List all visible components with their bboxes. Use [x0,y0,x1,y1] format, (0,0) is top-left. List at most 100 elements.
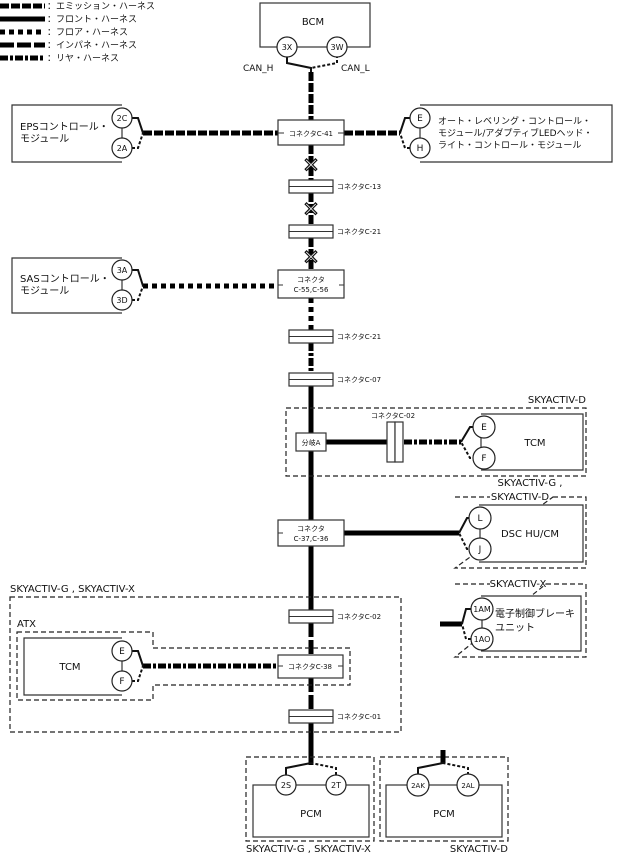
ebrake-1am-wire [461,608,471,625]
headlight-label-2: モジュール/アダプティブLEDヘッド・ [438,127,593,139]
group-skyactiv-d-tcm: SKYACTIV-D TCM E F コネクタC-02 分岐A [285,395,587,477]
headlight-label-1: オート・レベリング・コントロール・ [438,115,591,127]
ebrake-label-1: 電子制御ブレーキ [495,607,575,620]
eps-pin-2c [111,107,133,129]
legend: ：エミッション・ハーネス ：フロント・ハーネス ：フロア・ハーネス ：インパネ・… [0,1,155,64]
connector-c55-c56: コネクタ C-55,C-56 [277,269,345,299]
connector-c41: コネクタC-41 [277,119,345,146]
atx-tcm-label: TCM [58,662,80,673]
sas-label-2: モジュール [20,286,69,297]
c21a-label: コネクタC-21 [337,227,381,236]
pcm-d-label: PCM [433,809,455,820]
pcm-d-pin-2al-label: 2AL [461,782,474,790]
connector-c13: コネクタC-13 [288,179,381,194]
atx-tcm-pin-f-label: F [119,677,124,687]
sas-pin-3d-label: 3D [116,296,127,305]
svg-text:✕: ✕ [303,197,320,221]
tcm-d-pin-f-label: F [481,454,486,464]
c5556-label-2: C-55,C-56 [294,286,329,294]
pcm-gx-2t-wire [310,762,337,775]
c02-label: コネクタC-02 [337,612,381,621]
bcm-pin-3x [276,36,298,58]
tcm-d-pin-f [472,446,496,470]
c5556-box [277,269,345,299]
connector-c02: コネクタC-02 [288,609,381,624]
sas-3d-wire [132,285,144,301]
ebrake-pin-1ao [470,627,494,651]
dsc-group-label-1: SKYACTIV-G , [498,478,563,489]
pcm-d-group: SKYACTIV-D PCM 2AK 2AL [379,750,509,855]
connector-c38: コネクタC-38 [277,654,344,679]
ebrake-pin-1ao-label: 1AO [474,635,491,644]
eps-label-2: モジュール [20,134,69,145]
ebrake-pin-1am [470,597,494,621]
dsc-label: DSC HU/CM [501,529,559,540]
headlight-pin-h [409,137,431,159]
headlight-h-wire [399,132,410,149]
ebrake-1ao-wire [461,623,471,640]
c41-box [277,119,345,146]
dsc-pin-j-label: J [478,545,482,555]
eps-pin-2a [111,137,133,159]
headlight-pin-e [409,107,431,129]
c38-label: コネクタC-38 [288,662,332,671]
pcm-gx-group-border [245,756,375,842]
connector-c07: コネクタC-07 [288,372,381,387]
bcm-pin-3x-label: 3X [282,43,293,52]
dsc-j-wire [458,532,478,550]
gx-group-border [9,596,402,733]
pcm-gx-pin-2s-label: 2S [281,781,291,790]
dsc-pin-j [468,537,492,561]
connector-c01: コネクタC-01 [288,709,381,724]
bcm-label: BCM [302,17,324,28]
sas-3a-wire [132,269,144,287]
ebrake-box [481,595,582,652]
tcm-d-f-wire [460,441,481,459]
eps-pin-2c-label: 2C [117,114,128,123]
ebrake-group-label: SKYACTIV-X [490,579,547,590]
tcm-d-label: TCM [523,438,545,449]
sas-pin-3a-label: 3A [117,266,128,275]
headlight-label-3: ライト・コントロール・モジュール [438,140,581,151]
x-mark-3: ✕ [302,244,320,269]
bcm-can-h-wire [286,55,312,72]
tcm-d-pin-e [472,415,496,439]
atx-tcm-e-wire [132,650,144,667]
bcm-can-l-wire [310,55,338,69]
atx-tcm-pin-f [111,670,133,692]
sas-module: SASコントロール・ モジュール 3A 3D [11,257,278,314]
connector-c37-c36: コネクタ C-37,C-36 [277,519,345,547]
atx-tcm-pin-e-label: E [119,647,125,657]
pcm-gx-pin-2t [325,774,347,796]
pcm-gx-pin-2t-label: 2T [331,781,341,790]
eps-label-1: EPSコントロール・ [20,122,109,133]
pcm-d-group-label: SKYACTIV-D [450,844,508,855]
c13-label: コネクタC-13 [337,182,381,191]
sas-pin-3a [111,259,133,281]
headlight-e-wire [399,117,410,134]
c07-label: コネクタC-07 [337,375,381,384]
dsc-pin-l-label: L [477,514,482,524]
c5556-label-1: コネクタ [297,275,325,284]
dsc-pin-l [468,506,492,530]
c3736-box [277,519,345,547]
tcm-d-box [481,413,584,471]
legend-label-emission: ：エミッション・ハーネス [47,1,155,12]
atx-group-border [16,631,351,701]
branch-a-label: 分岐A [302,438,321,447]
eps-box [11,104,122,163]
c01-label: コネクタC-01 [337,712,381,721]
svg-text:✕: ✕ [303,245,320,269]
bcm-pin-3w [326,36,348,58]
tcm-d-group-label: SKYACTIV-D [528,395,586,406]
eps-2a-wire [132,132,144,149]
pcm-d-2ak-wire [417,762,444,775]
group-electronic-brake: SKYACTIV-X 電子制御ブレーキ ユニット 1AM 1AO [440,579,587,658]
connector-c21-b: コネクタC-21 [288,329,381,344]
bcm-module: BCM 3X 3W CAN_H CAN_L [243,2,371,74]
c41-label: コネクタC-41 [289,129,333,138]
c02-tcm-box-l [386,421,396,463]
headlight-pin-e-label: E [417,114,423,124]
atx-tcm-box [23,637,122,696]
